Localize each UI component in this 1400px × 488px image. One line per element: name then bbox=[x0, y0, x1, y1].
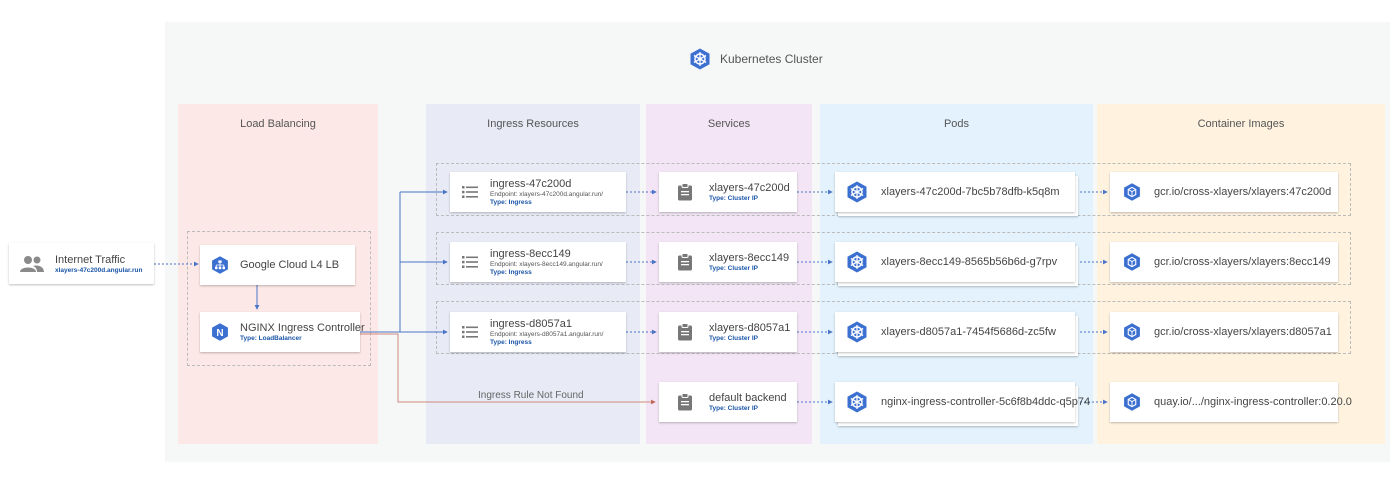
service-name: xlayers-47c200d bbox=[709, 182, 790, 194]
ingress-type: Type: Ingress bbox=[490, 339, 532, 346]
service-name: xlayers-8ecc149 bbox=[709, 252, 790, 264]
ingress-card[interactable]: ingress-d8057a1 Endpoint: xlayers-d8057a… bbox=[450, 312, 626, 352]
service-type: Type: Cluster IP bbox=[709, 265, 759, 272]
internet-traffic-host: xlayers-47c200d.angular.run bbox=[55, 266, 143, 274]
container-image-icon bbox=[1124, 253, 1140, 271]
internet-traffic-label: Internet Traffic bbox=[55, 253, 126, 266]
column-title: Services bbox=[707, 118, 751, 130]
cluster-title: Kubernetes Cluster bbox=[720, 52, 823, 66]
nginx-ingress-controller-card[interactable]: N NGINX Ingress Controller Type: LoadBal… bbox=[200, 312, 365, 352]
container-image-icon bbox=[1124, 393, 1140, 411]
clipboard-icon bbox=[678, 253, 692, 271]
column-title: Pods bbox=[943, 118, 970, 130]
kubernetes-pod-icon bbox=[847, 321, 867, 343]
google-cloud-lb-card[interactable]: Google Cloud L4 LB bbox=[200, 245, 355, 285]
ingress-card[interactable]: ingress-8ecc149 Endpoint: xlayers-8ecc14… bbox=[450, 242, 626, 282]
container-image-card[interactable]: gcr.io/cross-xlayers/xlayers:47c200d bbox=[1110, 172, 1338, 212]
service-type: Type: Cluster IP bbox=[709, 335, 759, 342]
ingress-name: ingress-47c200d bbox=[490, 178, 572, 190]
load-balancer-icon bbox=[212, 256, 228, 274]
clipboard-icon bbox=[678, 183, 692, 201]
clipboard-icon bbox=[678, 393, 692, 411]
kubernetes-pod-icon bbox=[847, 391, 867, 413]
container-image-icon bbox=[1124, 323, 1140, 341]
svg-text:N: N bbox=[216, 328, 223, 339]
container-image-card[interactable]: quay.io/.../nginx-ingress-controller:0.2… bbox=[1110, 382, 1352, 422]
ingress-type: Type: Ingress bbox=[490, 199, 532, 206]
pod-name: nginx-ingress-controller-5c6f8b4ddc-q5p7… bbox=[881, 396, 1091, 408]
container-image-card[interactable]: gcr.io/cross-xlayers/xlayers:d8057a1 bbox=[1110, 312, 1338, 352]
load-balancer-group bbox=[187, 231, 371, 366]
pod-name: xlayers-d8057a1-7454f5686d-zc5fw bbox=[881, 326, 1056, 338]
column-title: Load Balancing bbox=[240, 118, 316, 130]
list-icon bbox=[462, 186, 478, 198]
container-image-icon bbox=[1124, 183, 1140, 201]
ingress-type: Type: Ingress bbox=[490, 269, 532, 276]
service-card[interactable]: xlayers-8ecc149 Type: Cluster IP bbox=[659, 242, 797, 282]
list-icon bbox=[462, 256, 478, 268]
container-image-card[interactable]: gcr.io/cross-xlayers/xlayers:8ecc149 bbox=[1110, 242, 1338, 282]
pod-name: xlayers-8ecc149-8565b56b6d-g7rpv bbox=[881, 256, 1058, 268]
ingress-card[interactable]: ingress-47c200d Endpoint: xlayers-47c200… bbox=[450, 172, 626, 212]
ingress-endpoint: Endpoint: xlayers-8ecc149.angular.run/ bbox=[490, 261, 603, 268]
ingress-endpoint: Endpoint: xlayers-47c200d.angular.run/ bbox=[490, 191, 604, 198]
clipboard-icon bbox=[678, 323, 692, 341]
pod-card[interactable]: xlayers-47c200d-7bc5b78dfb-k5q8m bbox=[835, 172, 1075, 212]
service-card[interactable]: xlayers-d8057a1 Type: Cluster IP bbox=[659, 312, 797, 352]
ingress-endpoint: Endpoint: xlayers-d8057a1.angular.run/ bbox=[490, 331, 604, 338]
default-backend-service-card[interactable]: default backend Type: Cluster IP bbox=[659, 382, 797, 422]
internet-traffic-card: Internet Traffic xlayers-47c200d.angular… bbox=[9, 243, 154, 284]
users-icon bbox=[20, 255, 44, 272]
service-type: Type: Cluster IP bbox=[709, 195, 759, 202]
container-image-name: quay.io/.../nginx-ingress-controller:0.2… bbox=[1154, 396, 1352, 408]
pod-card[interactable]: xlayers-8ecc149-8565b56b6d-g7rpv bbox=[835, 242, 1075, 282]
list-icon bbox=[462, 326, 478, 338]
service-card[interactable]: xlayers-47c200d Type: Cluster IP bbox=[659, 172, 797, 212]
service-name: default backend bbox=[709, 392, 787, 404]
service-type: Type: Cluster IP bbox=[709, 405, 759, 412]
container-image-name: gcr.io/cross-xlayers/xlayers:8ecc149 bbox=[1154, 256, 1331, 268]
column-title: Ingress Resources bbox=[487, 118, 579, 130]
nginx-label: NGINX Ingress Controller bbox=[240, 322, 365, 334]
kubernetes-pod-icon bbox=[847, 251, 867, 273]
pod-name: xlayers-47c200d-7bc5b78dfb-k5q8m bbox=[881, 186, 1060, 198]
nginx-type: Type: LoadBalancer bbox=[240, 335, 302, 342]
column-title: Container Images bbox=[1197, 118, 1285, 130]
ingress-name: ingress-d8057a1 bbox=[490, 318, 572, 330]
pod-card[interactable]: xlayers-d8057a1-7454f5686d-zc5fw bbox=[835, 312, 1075, 352]
container-image-name: gcr.io/cross-xlayers/xlayers:d8057a1 bbox=[1154, 326, 1332, 338]
kubernetes-pod-icon bbox=[847, 181, 867, 203]
ingress-rule-not-found-label: Ingress Rule Not Found bbox=[478, 390, 584, 401]
service-name: xlayers-d8057a1 bbox=[709, 322, 791, 334]
nginx-icon: N bbox=[212, 323, 228, 341]
pod-card[interactable]: nginx-ingress-controller-5c6f8b4ddc-q5p7… bbox=[835, 382, 1090, 422]
kubernetes-icon bbox=[690, 48, 710, 70]
cluster-header: Kubernetes Cluster bbox=[688, 46, 823, 72]
ingress-name: ingress-8ecc149 bbox=[490, 248, 571, 260]
container-image-name: gcr.io/cross-xlayers/xlayers:47c200d bbox=[1154, 186, 1332, 198]
google-cloud-lb-label: Google Cloud L4 LB bbox=[240, 259, 340, 271]
